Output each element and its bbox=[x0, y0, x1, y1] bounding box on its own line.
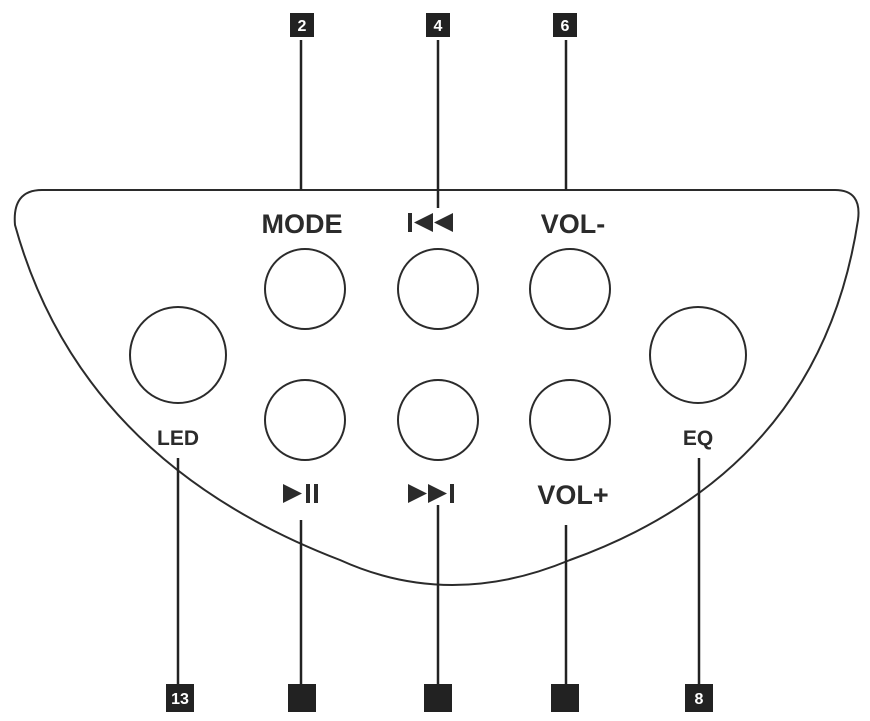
callout-8: 8 bbox=[685, 684, 713, 712]
callout-play bbox=[288, 684, 316, 712]
svg-text:8: 8 bbox=[695, 691, 704, 708]
eq-label: EQ bbox=[683, 427, 713, 450]
vol-minus-button[interactable] bbox=[529, 248, 611, 330]
callout-6: 6 bbox=[553, 13, 577, 37]
next-track-button[interactable] bbox=[397, 379, 479, 461]
vol-minus-label: VOL- bbox=[541, 209, 606, 239]
callout-2: 2 bbox=[290, 13, 314, 37]
callout-volplus bbox=[551, 684, 579, 712]
previous-track-icon bbox=[408, 213, 453, 232]
vol-plus-button[interactable] bbox=[529, 379, 611, 461]
mode-label: MODE bbox=[262, 209, 343, 239]
play-pause-button[interactable] bbox=[264, 379, 346, 461]
vol-plus-label: VOL+ bbox=[537, 480, 608, 510]
svg-text:13: 13 bbox=[171, 691, 189, 708]
callout-13: 13 bbox=[166, 684, 194, 712]
svg-text:6: 6 bbox=[561, 18, 570, 35]
callout-next bbox=[424, 684, 452, 712]
svg-text:2: 2 bbox=[298, 18, 307, 35]
callout-4: 4 bbox=[426, 13, 450, 37]
mode-button[interactable] bbox=[264, 248, 346, 330]
previous-track-button[interactable] bbox=[397, 248, 479, 330]
led-label: LED bbox=[157, 427, 199, 450]
led-button[interactable] bbox=[129, 306, 227, 404]
next-track-icon bbox=[408, 484, 454, 503]
svg-text:4: 4 bbox=[434, 18, 443, 35]
eq-button[interactable] bbox=[649, 306, 747, 404]
play-pause-icon bbox=[283, 484, 318, 503]
